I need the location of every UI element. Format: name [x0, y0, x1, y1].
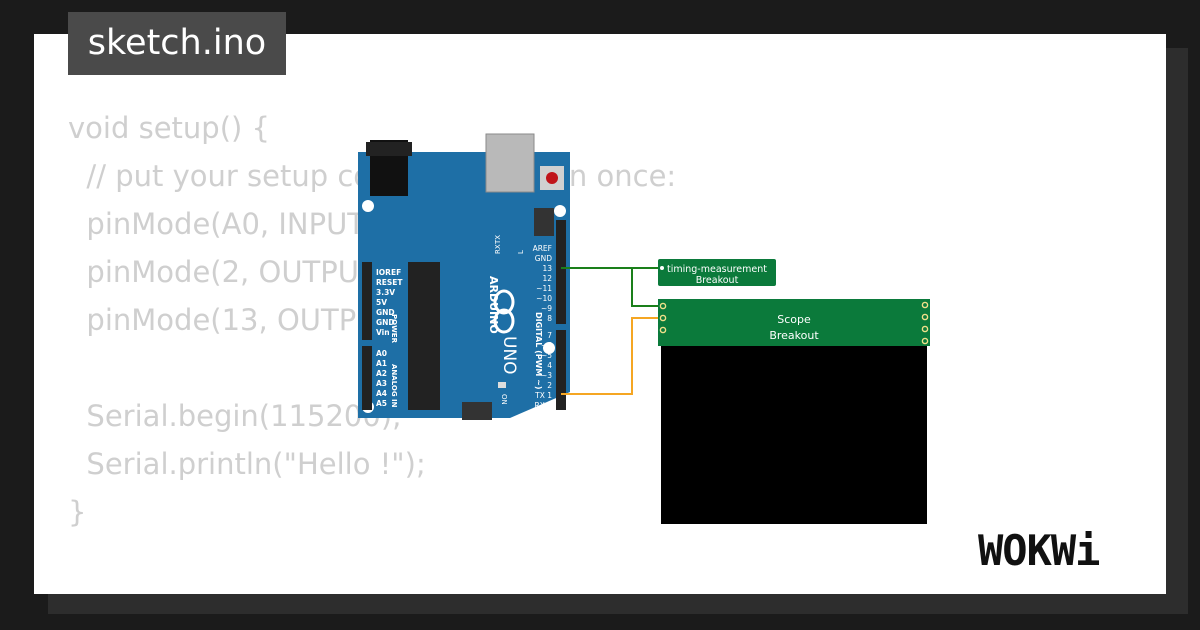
usb-port-icon — [485, 133, 535, 193]
scope-breakout-label: Scope — [777, 313, 811, 326]
pin-label: GND — [376, 318, 395, 327]
microcontroller-chip — [408, 262, 440, 410]
pin-label: A2 — [376, 369, 387, 378]
timing-breakout-sublabel: Breakout — [696, 275, 739, 286]
pin-label: IOREF — [376, 268, 401, 277]
rx-led-label: RX — [494, 244, 502, 254]
on-led-label: ON — [500, 394, 508, 405]
scope-breakout-sublabel: Breakout — [769, 329, 819, 342]
pin-label: 12 — [542, 274, 552, 283]
tx-led-label: TX — [494, 235, 502, 245]
pin-label: A5 — [376, 399, 387, 408]
scope-breakout[interactable]: Scope Breakout — [658, 299, 930, 524]
pin-label: GND — [376, 308, 395, 317]
board-brand-label: ARDUINO — [487, 276, 500, 334]
wire-pin1-to-scope[interactable] — [561, 317, 662, 395]
pin-label: 4 — [547, 361, 552, 370]
mounting-hole-icon — [554, 205, 566, 217]
pin-label: GND — [535, 254, 552, 263]
code-line: void setup() { — [68, 111, 270, 145]
pin-label: A1 — [376, 359, 387, 368]
code-line: } — [68, 495, 87, 529]
pin-label: 7 — [547, 331, 552, 340]
digital-header-label: DIGITAL (PWM ~) — [534, 312, 543, 390]
mounting-hole-icon — [543, 342, 555, 354]
analog-header-label: ANALOG IN — [390, 364, 398, 408]
arduino-logo-icon — [493, 289, 515, 315]
pin-label: Vin — [376, 328, 390, 337]
pin-label: A3 — [376, 379, 387, 388]
code-line: void loop() { — [68, 584, 676, 594]
timing-breakout-label: timing-measurement — [667, 264, 767, 275]
timing-measurement-breakout[interactable]: timing-measurement Breakout — [658, 259, 776, 286]
pin-label: TX 1 — [534, 391, 552, 400]
pin-label: ~3 — [541, 371, 552, 380]
scope-display — [661, 346, 927, 524]
pin-label: ~9 — [541, 304, 552, 313]
pin-label: A4 — [376, 389, 387, 398]
pin-label: 2 — [547, 381, 552, 390]
wokwi-logo: WOKWi — [978, 526, 1100, 575]
pin-label: ~5 — [541, 351, 552, 360]
pin-label: A0 — [376, 349, 387, 358]
pin-label: AREF — [533, 244, 552, 253]
pin-label: ~11 — [536, 284, 552, 293]
arduino-uno-board[interactable]: ARDUINO UNO DIGITAL (PWM ~) POWER ANALOG… — [358, 133, 570, 420]
pin-label: RX 0 — [534, 401, 552, 410]
pin-label: ~6 — [541, 341, 552, 350]
pin-label: 3.3V — [376, 288, 395, 297]
pin-label: 8 — [547, 314, 552, 323]
power-header-label: POWER — [390, 314, 398, 344]
sketch-title-tab[interactable]: sketch.ino — [68, 12, 286, 75]
pin-label: 13 — [542, 264, 552, 273]
preview-card: void setup() { // put your setup code he… — [34, 34, 1166, 594]
code-line: Serial.begin(115200); — [68, 399, 402, 433]
wire-pin13-to-scope[interactable] — [561, 267, 662, 307]
pin-label: 5V — [376, 298, 387, 307]
mounting-hole-icon — [362, 200, 374, 212]
l-led-label: L — [517, 250, 525, 254]
code-line: Serial.println("Hello !"); — [68, 447, 426, 481]
pin-label: ~10 — [536, 294, 552, 303]
board-model-label: UNO — [499, 336, 519, 375]
pin-label: RESET — [376, 278, 403, 287]
